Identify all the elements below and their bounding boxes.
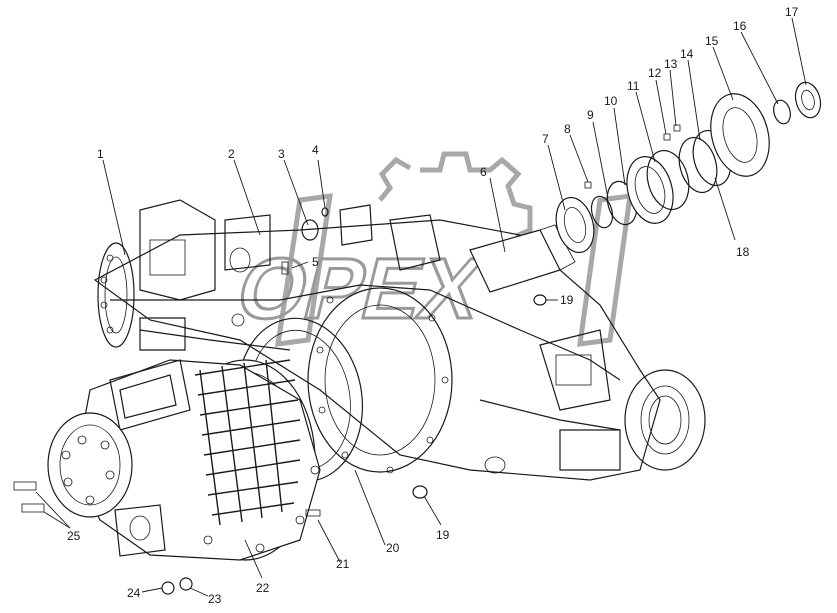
callout-22: 22 [256,581,270,595]
callout-23: 23 [208,592,222,606]
callout-2: 2 [228,147,235,161]
callout-19-upper: 19 [560,293,574,307]
callout-5: 5 [312,255,319,269]
callout-10: 10 [604,94,618,108]
leader-lines [35,17,807,597]
differential-assembly [47,359,321,561]
callout-3: 3 [278,147,285,161]
callout-24: 24 [127,586,141,600]
callout-8: 8 [564,122,571,136]
callout-4: 4 [312,143,319,157]
pinion-assembly [469,81,822,293]
callout-21: 21 [336,557,350,571]
callout-12: 12 [648,66,662,80]
callout-9: 9 [587,108,594,122]
breather-grid [194,359,301,526]
callout-labels: 1 2 3 4 5 6 7 8 9 10 11 12 13 14 15 16 1… [67,5,799,606]
callout-7: 7 [542,132,549,146]
callout-13: 13 [664,57,678,71]
callout-25: 25 [67,529,81,543]
fasteners [13,124,681,595]
callout-16: 16 [733,19,747,33]
callout-20: 20 [386,541,400,555]
callout-14: 14 [680,47,694,61]
callout-11: 11 [627,79,640,93]
callout-1: 1 [97,147,104,161]
watermark-text: OPEX [228,240,491,337]
callout-17: 17 [785,5,799,19]
callout-19-lower: 19 [436,528,450,542]
axle-housing [93,199,706,481]
watermark-logo: OPEX [227,151,633,347]
callout-15: 15 [705,34,719,48]
callout-6: 6 [480,165,487,179]
callout-18: 18 [736,245,750,259]
